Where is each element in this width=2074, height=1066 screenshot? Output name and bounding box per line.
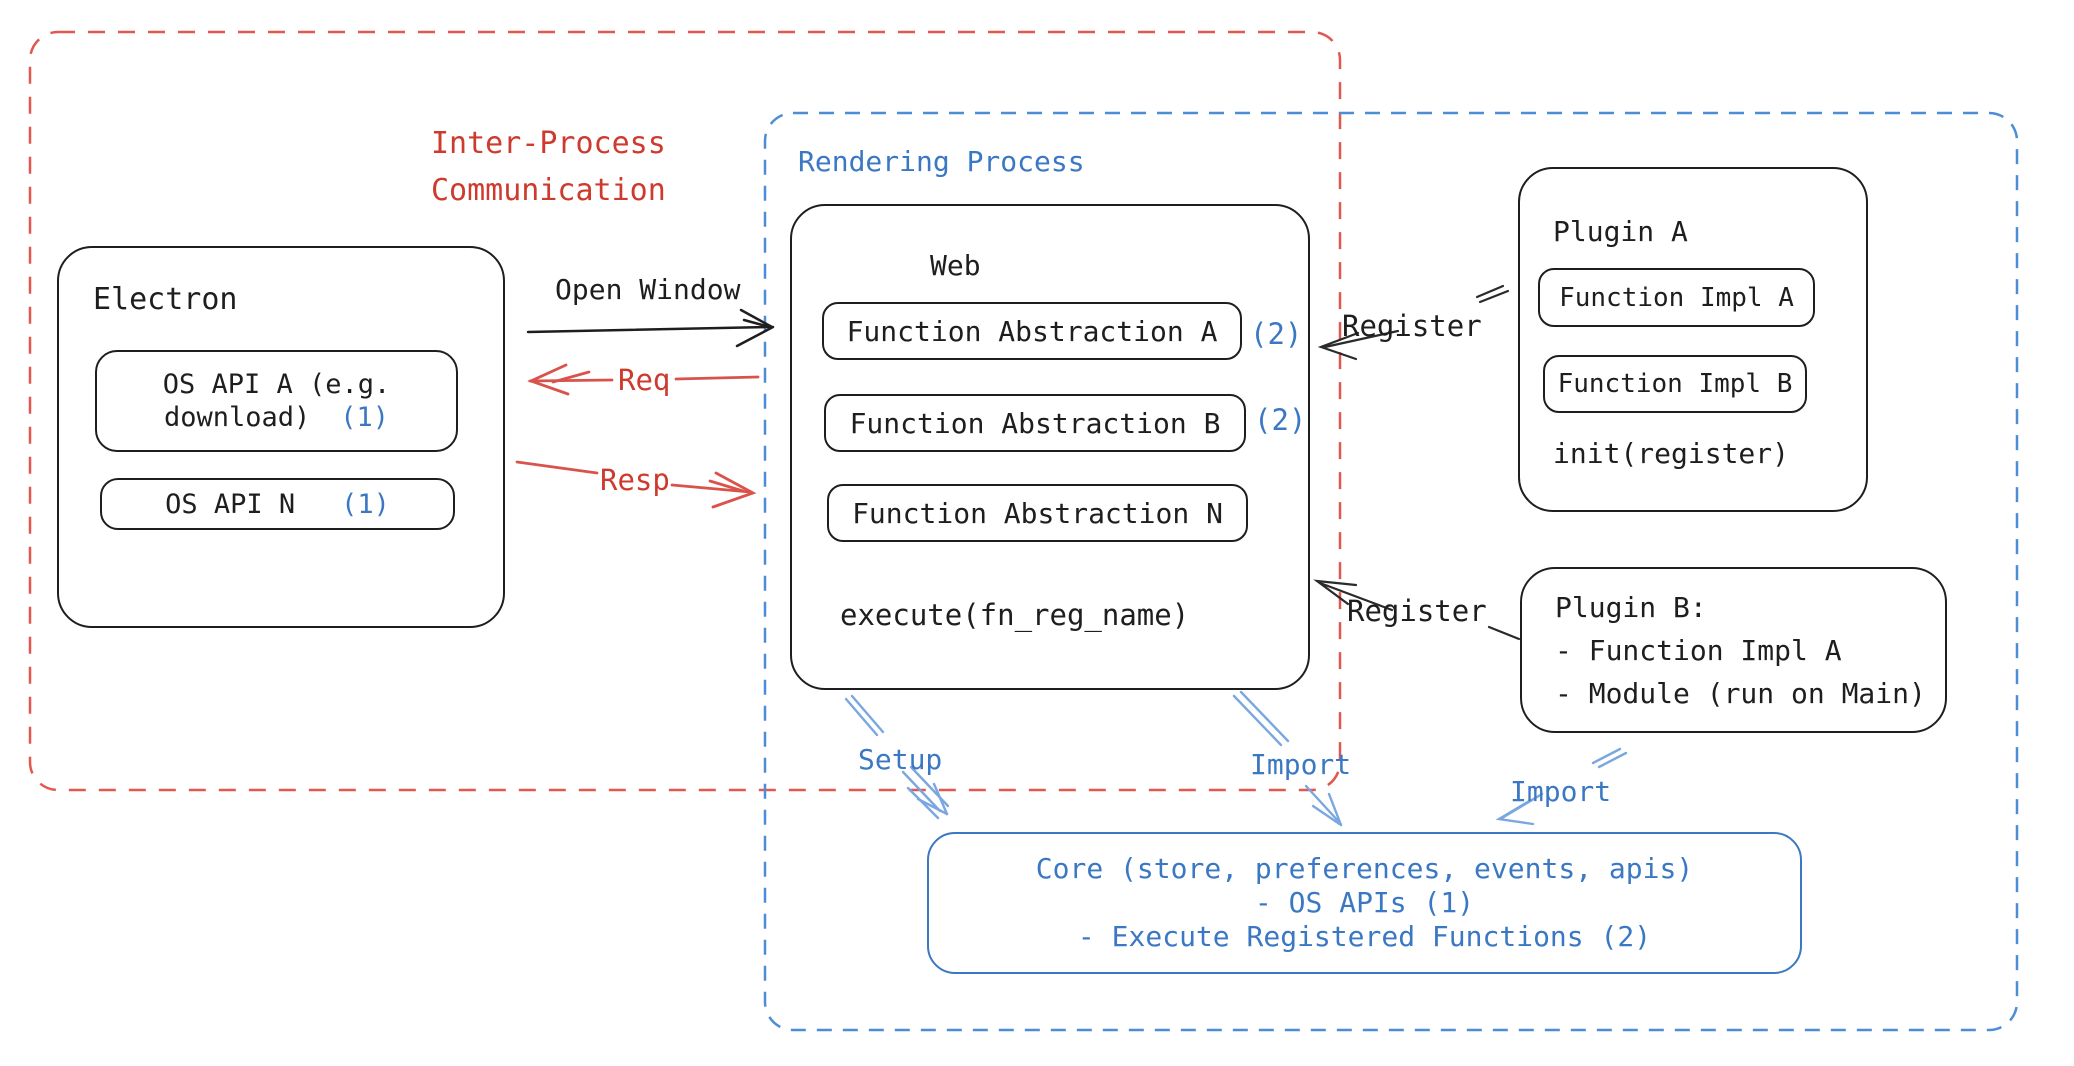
os-api-a-badge: (1) (340, 402, 390, 433)
function-abstraction-n-label: Function Abstraction N (852, 496, 1223, 530)
function-impl-b-box: Function Impl B (1543, 355, 1807, 413)
core-box: Core (store, preferences, events, apis) … (927, 832, 1802, 974)
req-arrow (527, 363, 760, 396)
register-top-arrow (1317, 284, 1510, 361)
register-top-label: Register (1342, 309, 1482, 343)
ipc-title-line1: Inter-Process (431, 126, 666, 161)
register-bottom-arrow (1313, 579, 1521, 641)
function-abstraction-a-label: Function Abstraction A (846, 314, 1218, 348)
core-line1: Core (store, preferences, events, apis) (1035, 852, 1694, 885)
setup-label: Setup (858, 743, 943, 776)
core-line2: - OS APIs (1) (1254, 886, 1475, 919)
setup-arrow (844, 694, 950, 820)
function-impl-a-box: Function Impl A (1538, 268, 1815, 327)
ipc-dashed-region-border (28, 30, 1342, 792)
os-api-a-line1: OS API A (e.g. (162, 369, 391, 400)
plugin-b-title: Plugin B: (1555, 590, 1707, 624)
web-execute-label: execute(fn_reg_name) (840, 598, 1190, 632)
plugin-b-line1: - Function Impl A (1555, 633, 1842, 667)
function-abstraction-n-box: Function Abstraction N (827, 484, 1248, 542)
os-api-n-badge: (1) (341, 488, 390, 520)
ipc-title-line2: Communication (431, 173, 666, 208)
os-api-n-box: OS API N (1) (100, 478, 455, 530)
req-label: Req (618, 363, 671, 397)
ipc-region-title: Inter-Process Communication (431, 120, 666, 214)
resp-arrow (515, 460, 757, 509)
function-impl-a-label: Function Impl A (1559, 282, 1794, 313)
electron-title: Electron (93, 282, 238, 317)
function-abstraction-a-box: Function Abstraction A (822, 302, 1242, 360)
import-mid-arrow (1232, 690, 1343, 827)
os-api-n-label: OS API N (165, 488, 296, 520)
core-line3: - Execute Registered Functions (2) (1077, 920, 1652, 953)
electron-box (57, 246, 505, 628)
function-abstraction-b-badge: (2) (1254, 403, 1307, 437)
plugin-b-line2: - Module (run on Main) (1555, 676, 1926, 710)
function-impl-b-label: Function Impl B (1557, 369, 1793, 399)
import-right-arrow (1495, 747, 1628, 826)
web-box (790, 204, 1310, 690)
os-api-a-line2: download)(1) (163, 402, 390, 433)
plugin-a-title: Plugin A (1553, 215, 1688, 248)
plugin-b-box: Plugin B: - Function Impl A - Module (ru… (1520, 567, 1947, 733)
import-mid-label: Import (1250, 748, 1352, 781)
resp-label: Resp (600, 463, 670, 497)
plugin-a-init-label: init(register) (1553, 437, 1790, 470)
rendering-region-title: Rendering Process (798, 145, 1085, 178)
open-window-label: Open Window (555, 273, 741, 306)
rendering-dashed-region-border (763, 111, 2019, 1032)
function-abstraction-a-badge: (2) (1250, 317, 1303, 351)
function-abstraction-b-label: Function Abstraction B (849, 406, 1221, 440)
import-right-label: Import (1510, 775, 1612, 808)
os-api-a-box: OS API A (e.g. download)(1) (95, 350, 458, 452)
register-bottom-label: Register (1347, 594, 1487, 628)
function-abstraction-b-box: Function Abstraction B (824, 394, 1246, 452)
plugin-a-box (1518, 167, 1868, 512)
open-window-arrow (526, 308, 775, 348)
web-title: Web (930, 249, 981, 282)
